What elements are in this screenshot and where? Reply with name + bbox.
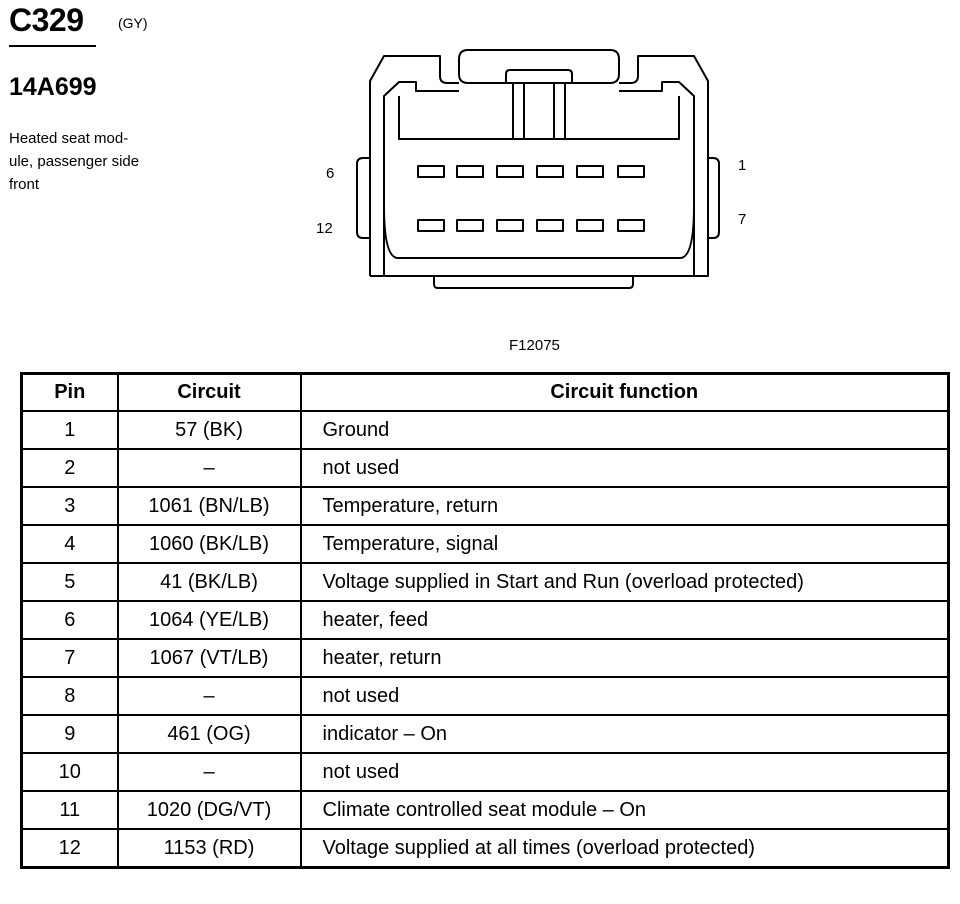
pin-label-top-right: 1: [738, 157, 747, 174]
left-flange: [356, 157, 370, 239]
function-cell: Ground: [299, 410, 950, 450]
pin-cell: 9: [20, 714, 119, 754]
function-cell: heater, return: [299, 638, 950, 678]
terminal-cavity: [576, 165, 604, 178]
circuit-cell: 1020 (DG/VT): [116, 790, 302, 830]
pin-cell: 7: [20, 638, 119, 678]
terminal-cavity: [496, 165, 524, 178]
table-row: 8–not used: [20, 676, 950, 716]
function-cell: Voltage supplied at all times (overload …: [299, 828, 950, 869]
circuit-cell: 1064 (YE/LB): [116, 600, 302, 640]
circuit-cell: –: [116, 752, 302, 792]
circuit-cell: 41 (BK/LB): [116, 562, 302, 602]
circuit-cell: 1153 (RD): [116, 828, 302, 869]
terminal-cavity: [576, 219, 604, 232]
pin-cell: 8: [20, 676, 119, 716]
pin-cell: 10: [20, 752, 119, 792]
table-row: 2–not used: [20, 448, 950, 488]
circuit-cell: –: [116, 448, 302, 488]
pin-label-bottom-left: 12: [316, 220, 333, 237]
connector-face-diagram: [356, 49, 720, 289]
part-number: 14A699: [9, 73, 97, 101]
pin-cell: 12: [20, 828, 119, 869]
pin-cell: 11: [20, 790, 119, 830]
connector-latch: [458, 49, 620, 84]
circuit-cell: –: [116, 676, 302, 716]
pin-cell: 5: [20, 562, 119, 602]
terminal-cavity: [417, 219, 445, 232]
terminal-cavity: [456, 219, 484, 232]
bottom-ridge: [433, 276, 634, 289]
pin-label-bottom-right: 7: [738, 211, 747, 228]
connector-housing: [369, 55, 459, 276]
function-cell: Voltage supplied in Start and Run (overl…: [299, 562, 950, 602]
terminal-cavity: [536, 219, 564, 232]
circuit-cell: 57 (BK): [116, 410, 302, 450]
function-cell: heater, feed: [299, 600, 950, 640]
connector-description: Heated seat mod- ule, passenger side fro…: [9, 130, 140, 193]
terminal-cavity: [536, 165, 564, 178]
terminal-cavity: [617, 165, 645, 178]
terminal-cavity: [417, 165, 445, 178]
function-cell: not used: [299, 448, 950, 488]
table-row: 10–not used: [20, 752, 950, 792]
pin-cell: 4: [20, 524, 119, 564]
terminal-cavity: [456, 165, 484, 178]
right-flange: [708, 157, 720, 239]
pin-label-top-left: 6: [326, 165, 335, 182]
terminal-cavity: [496, 219, 524, 232]
header-circuit: Circuit: [116, 372, 302, 412]
connector-color: (GY): [118, 15, 148, 31]
figure-id: F12075: [509, 337, 560, 354]
function-cell: not used: [299, 676, 950, 716]
function-cell: Temperature, return: [299, 486, 950, 526]
code-underline: [9, 45, 96, 47]
terminal-cavity: [617, 219, 645, 232]
circuit-cell: 1060 (BK/LB): [116, 524, 302, 564]
header-function: Circuit function: [299, 372, 950, 412]
circuit-cell: 461 (OG): [116, 714, 302, 754]
function-cell: Climate controlled seat module – On: [299, 790, 950, 830]
latch-tab: [505, 69, 573, 82]
header-pin: Pin: [20, 372, 119, 412]
function-cell: Temperature, signal: [299, 524, 950, 564]
table-header-row: Pin Circuit Circuit function: [20, 372, 950, 412]
circuit-cell: 1061 (BN/LB): [116, 486, 302, 526]
pin-cell: 1: [20, 410, 119, 450]
circuit-cell: 1067 (VT/LB): [116, 638, 302, 678]
connector-code: C329: [9, 2, 84, 38]
function-cell: not used: [299, 752, 950, 792]
pin-cell: 6: [20, 600, 119, 640]
pin-cell: 3: [20, 486, 119, 526]
pin-cell: 2: [20, 448, 119, 488]
function-cell: indicator – On: [299, 714, 950, 754]
